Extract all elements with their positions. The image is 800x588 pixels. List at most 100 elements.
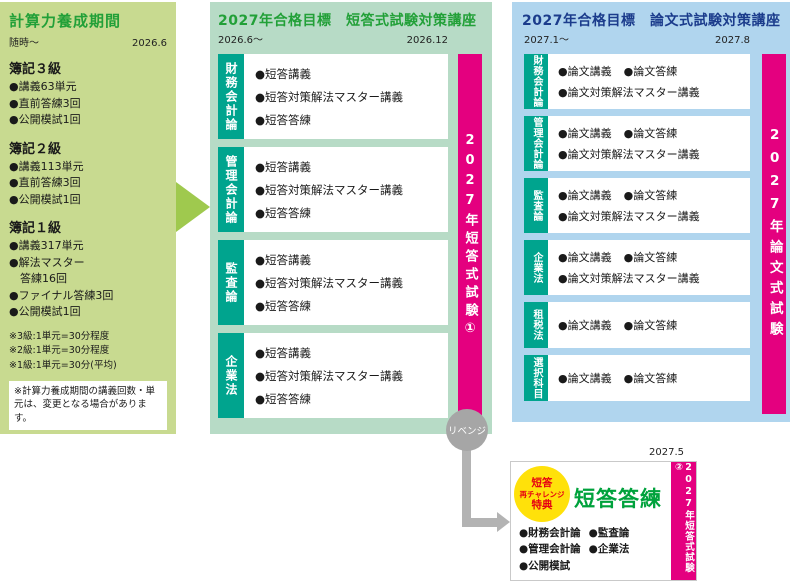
subject-box-kigyou: 企業法 ●短答講義 ●短答対策解法マスター講義 ●短答答練 [218, 333, 448, 418]
subject-box-sozei: 租税法 ●論文講義 ●論文答練 [524, 302, 750, 348]
tanto-touren-items: ●財務会計論 ●管理会計論 ●公開模試 ●監査論 ●企業法 [519, 525, 629, 574]
course-item: ●論文答練 [623, 251, 678, 264]
connector-line-horizontal [462, 518, 499, 527]
tanto-subject-list: 財務会計論 ●短答講義 ●短答対策解法マスター講義 ●短答答練 管理会計論 ●短… [218, 54, 448, 418]
course-item: ●短答対策解法マスター講義 [255, 275, 404, 290]
course-item: ●短答講義 [255, 159, 312, 174]
course-item: ●短答答練 [255, 112, 312, 127]
subject-box-sentaku: 選択科目 ●論文講義 ●論文答練 [524, 355, 750, 401]
course-item: ●論文対策解法マスター講義 [558, 86, 700, 99]
subject-box-zaimu: 財務会計論 ●論文講義 ●論文答練 ●論文対策解法マスター講義 [524, 54, 750, 109]
tanto-course-panel: 2027年合格目標 短答式試験対策講座 2026.6〜 2026.12 財務会計… [210, 2, 492, 434]
subject-items: ●論文講義 ●論文答練 ●論文対策解法マスター講義 [548, 116, 700, 171]
subject-box-kanri: 管理会計論 ●短答講義 ●短答対策解法マスター講義 ●短答答練 [218, 147, 448, 232]
ronbun-course-panel: 2027年合格目標 論文式試験対策講座 2027.1〜 2027.8 財務会計論… [512, 2, 790, 422]
note-line: ※2級:1単元=30分程度 [9, 345, 110, 357]
ronbun-subject-list: 財務会計論 ●論文講義 ●論文答練 ●論文対策解法マスター講義 管理会計論 ●論… [524, 54, 750, 401]
subject-name: 監査論 [531, 189, 542, 222]
subject-label-strip: 租税法 [524, 302, 548, 348]
tanto-dates: 2026.6〜 2026.12 [218, 31, 448, 46]
course-boki2: 簿記２級 ●講義113単元 ●直前答練3回 ●公開模試1回 [9, 138, 167, 209]
subject-box-kanri: 管理会計論 ●論文講義 ●論文答練 ●論文対策解法マスター講義 [524, 116, 750, 171]
subject-label-strip: 監査論 [218, 240, 244, 325]
right-arrow-icon [176, 182, 210, 232]
course-item: ●論文講義 [558, 189, 612, 202]
tanto-exam-bar-label: 2027年短答式試験① [462, 133, 478, 341]
subject-label-strip: 監査論 [524, 178, 548, 233]
disclaimer-note: ※計算力養成期間の講義回数・単元は、変更となる場合があります。 [9, 380, 167, 430]
tanto-exam-bar: 2027年短答式試験① [458, 54, 482, 420]
subject-name: 租税法 [531, 309, 542, 341]
subject-items: ●論文講義 ●論文答練 [548, 302, 677, 348]
course-item: ●企業法 [588, 543, 630, 556]
course-item: ●短答答練 [255, 298, 312, 313]
connector-arrowhead-icon [497, 512, 510, 532]
course-item: ●公開模試1回 [9, 113, 81, 126]
course-item: ●ファイナル答練3回 [9, 288, 114, 302]
tanto2-exam-bar-label: 2027年短答式試験② [673, 462, 695, 573]
subject-name: 選択科目 [531, 357, 542, 399]
subject-name: 企業法 [531, 251, 542, 284]
keisanryoku-title: 計算力養成期間 [9, 12, 122, 30]
course-item: ●講義63単元 [9, 80, 77, 93]
course-item: ●論文講義 [558, 127, 612, 140]
course-item: ●短答答練 [255, 205, 312, 220]
subject-name: 財務会計論 [224, 61, 238, 132]
ronbun-exam-bar-label: 2027年論文式試験 [766, 126, 783, 342]
subject-items: ●論文講義 ●論文答練 ●論文対策解法マスター講義 [548, 240, 700, 295]
course-item: ●論文講義 [558, 251, 612, 264]
note-line: ※3級:1単元=30分程度 [9, 330, 110, 342]
course-boki1: 簿記１級 ●講義317単元 ●解法マスター 答練16回 ●ファイナル答練3回 ●… [9, 217, 167, 321]
subject-items: ●短答講義 ●短答対策解法マスター講義 ●短答答練 [244, 54, 403, 139]
subject-items: ●論文講義 ●論文答練 [548, 355, 677, 401]
date-end: 2026.6 [132, 38, 167, 49]
revenge-badge: リベンジ [446, 409, 488, 451]
course-item: ●直前答練3回 [9, 96, 81, 110]
subject-items: ●短答講義 ●短答対策解法マスター講義 ●短答答練 [244, 240, 403, 325]
course-boki3: 簿記３級 ●講義63単元 ●直前答練3回 ●公開模試1回 [9, 58, 167, 129]
course-name: 簿記２級 [9, 141, 62, 157]
connector-line-vertical [462, 436, 471, 524]
course-item: ●監査論 [588, 527, 630, 539]
ronbun-exam-bar: 2027年論文式試験 [762, 54, 786, 414]
subject-box-kigyou: 企業法 ●論文講義 ●論文答練 ●論文対策解法マスター講義 [524, 240, 750, 295]
subject-name: 管理会計論 [224, 154, 238, 225]
items-column: ●財務会計論 ●管理会計論 ●公開模試 [519, 525, 581, 574]
unit-notes: ※3級:1単元=30分程度 ※2級:1単元=30分程度 ※1級:1単元=30分(… [9, 330, 167, 374]
course-item: 答練16回 [9, 272, 67, 285]
date-end: 2027.8 [715, 35, 750, 46]
course-item: ●公開模試1回 [9, 305, 81, 318]
course-item: ●論文対策解法マスター講義 [558, 210, 700, 223]
subject-items: ●短答講義 ●短答対策解法マスター講義 ●短答答練 [244, 147, 403, 232]
course-item: ●解法マスター [9, 255, 85, 269]
course-item: ●論文講義 [558, 319, 612, 332]
course-item: ●短答対策解法マスター講義 [255, 368, 404, 383]
date-start: 随時〜 [9, 38, 39, 49]
course-name: 簿記３級 [9, 62, 62, 77]
course-item: ●論文答練 [623, 372, 678, 385]
course-item: ●講義317単元 [9, 239, 84, 252]
items-column: ●監査論 ●企業法 [589, 525, 630, 574]
course-item: ●論文答練 [623, 65, 678, 78]
rechallenge-tokuten-badge: 短答 再チャレンジ 特典 [514, 466, 570, 522]
subject-items: ●論文講義 ●論文答練 ●論文対策解法マスター講義 [548, 54, 700, 109]
course-item: ●短答講義 [255, 345, 312, 360]
course-item: ●管理会計論 [519, 543, 581, 556]
subject-name: 管理会計論 [531, 117, 542, 170]
subject-box-kansa: 監査論 ●短答講義 ●短答対策解法マスター講義 ●短答答練 [218, 240, 448, 325]
tanto-panel-title: 2027年合格目標 短答式試験対策講座 [218, 13, 477, 29]
subject-box-kansa: 監査論 ●論文講義 ●論文答練 ●論文対策解法マスター講義 [524, 178, 750, 233]
revenge-date: 2027.5 [649, 447, 684, 458]
course-item: ●論文対策解法マスター講義 [558, 148, 700, 161]
course-item: ●論文答練 [623, 127, 678, 140]
note-line: ※1級:1単元=30分(平均) [9, 359, 117, 371]
ronbun-dates: 2027.1〜 2027.8 [524, 31, 750, 46]
subject-name: 財務会計論 [531, 55, 542, 108]
date-start: 2026.6〜 [218, 35, 263, 46]
ronbun-panel-title: 2027年合格目標 論文式試験対策講座 [522, 13, 781, 29]
subject-label-strip: 財務会計論 [218, 54, 244, 139]
subject-items: ●論文講義 ●論文答練 ●論文対策解法マスター講義 [548, 178, 700, 233]
course-name: 簿記１級 [9, 221, 62, 236]
course-item: ●論文講義 [558, 372, 612, 385]
